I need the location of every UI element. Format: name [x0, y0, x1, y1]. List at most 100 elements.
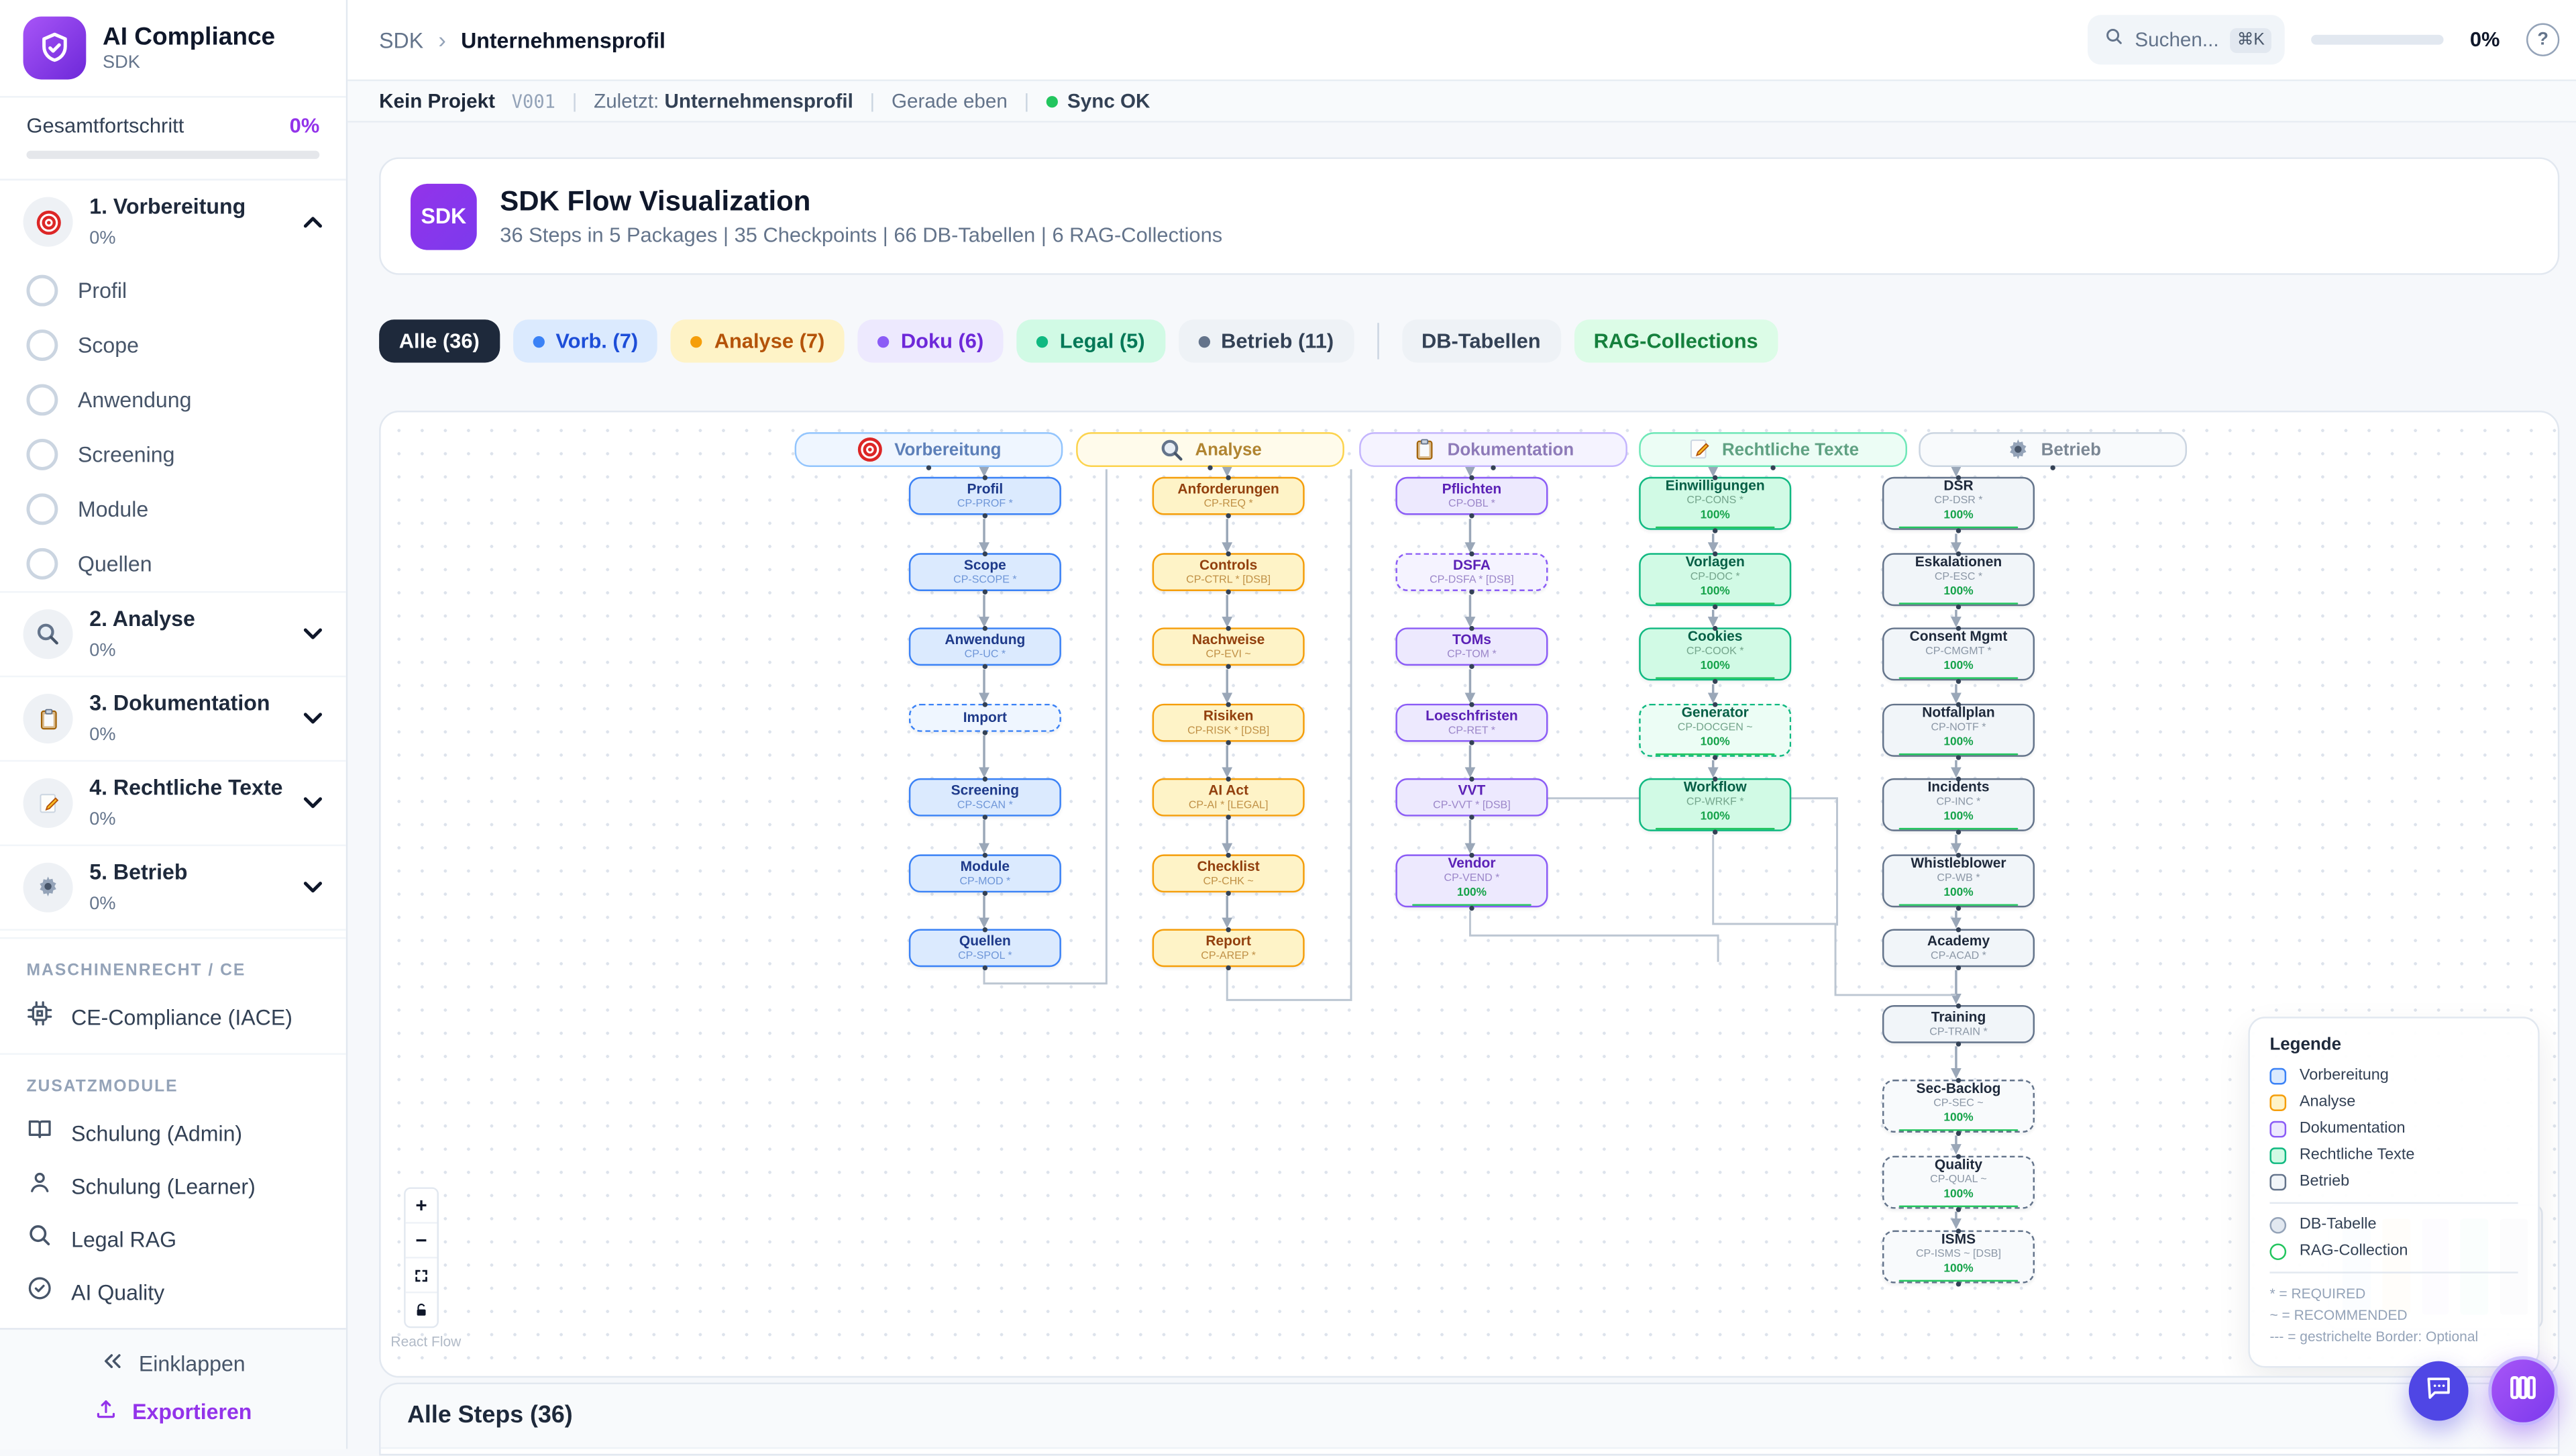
filter-pill-rag-collections[interactable]: RAG-Collections	[1574, 319, 1778, 362]
lock-button[interactable]	[406, 1293, 437, 1326]
flow-node-dsr[interactable]: DSRCP-DSR *100%	[1882, 477, 2035, 530]
flow-node-isms[interactable]: ISMSCP-ISMS ~ [DSB]100%	[1882, 1231, 2035, 1284]
shield-check-icon	[23, 17, 87, 80]
content: SDK SDK Flow Visualization 36 Steps in 5…	[347, 123, 2576, 1450]
sidebar-section-header[interactable]: 2. Analyse0%	[0, 592, 346, 675]
flow-node-whistleblower[interactable]: WhistleblowerCP-WB *100%	[1882, 854, 2035, 907]
filter-pill-doku-6-[interactable]: Doku (6)	[858, 319, 1004, 362]
package-header-rechtliche-texte[interactable]: Rechtliche Texte	[1639, 432, 1907, 467]
flow-node-notfallplan[interactable]: NotfallplanCP-NOTF *100%	[1882, 704, 2035, 757]
flow-node-eskalationen[interactable]: EskalationenCP-ESC *100%	[1882, 553, 2035, 606]
overall-progress-label: Gesamtfortschritt	[26, 114, 184, 138]
flow-node-screening[interactable]: ScreeningCP-SCAN *	[909, 778, 1061, 817]
flow-node-ai-act[interactable]: AI ActCP-AI * [LEGAL]	[1152, 778, 1305, 817]
sidebar-section-header[interactable]: 4. Rechtliche Texte0%	[0, 762, 346, 844]
package-title: Dokumentation	[1448, 439, 1574, 460]
topbar: SDK › Unternehmensprofil Suchen... ⌘K 0%…	[347, 0, 2576, 79]
flow-node-vendor[interactable]: VendorCP-VEND *100%	[1395, 854, 1548, 907]
package-header-analyse[interactable]: Analyse	[1076, 432, 1344, 467]
sidebar-item-profil[interactable]: Profil	[0, 263, 346, 317]
package-header-betrieb[interactable]: Betrieb	[1919, 432, 2187, 467]
filter-pill-db-tabellen[interactable]: DB-Tabellen	[1401, 319, 1560, 362]
sidebar-item-ai-quality[interactable]: AI Quality	[0, 1265, 346, 1318]
package-header-vorbereitung[interactable]: Vorbereitung	[795, 432, 1063, 467]
sidebar-item-scope[interactable]: Scope	[0, 318, 346, 372]
section-title: 5. Betrieb	[89, 860, 187, 884]
flow-node-profil[interactable]: ProfilCP-PROF *	[909, 477, 1061, 515]
filter-pill-analyse-7-[interactable]: Analyse (7)	[672, 319, 845, 362]
collapse-sidebar-button[interactable]: Einklappen	[101, 1350, 246, 1378]
filter-dot-icon	[691, 335, 702, 347]
page-subtitle: 36 Steps in 5 Packages | 35 Checkpoints …	[500, 224, 1222, 248]
flow-node-report[interactable]: ReportCP-AREP *	[1152, 929, 1305, 967]
flow-node-quellen[interactable]: QuellenCP-SPOL *	[909, 929, 1061, 967]
flow-node-module[interactable]: ModuleCP-MOD *	[909, 854, 1061, 892]
flow-canvas[interactable]: Legende VorbereitungAnalyseDokumentation…	[379, 411, 2559, 1377]
legend-note: ~ = RECOMMENDED	[2269, 1306, 2518, 1323]
chat-button[interactable]	[2409, 1361, 2469, 1421]
legend-swatch-icon	[2269, 1094, 2286, 1110]
zoom-out-button[interactable]: −	[406, 1224, 437, 1259]
flow-node-consent-mgmt[interactable]: Consent MgmtCP-CMGMT *100%	[1882, 627, 2035, 680]
node-progress-value: 100%	[1701, 737, 1730, 749]
flow-node-generator[interactable]: GeneratorCP-DOCGEN ~100%	[1639, 704, 1791, 757]
sidebar-section-header[interactable]: 1. Vorbereitung0%	[0, 180, 346, 263]
zoom-in-button[interactable]: +	[406, 1189, 437, 1224]
sidebar-section-header[interactable]: 5. Betrieb0%	[0, 846, 346, 929]
node-code: CP-VEND *	[1444, 873, 1499, 884]
flow-node-sec-backlog[interactable]: Sec-BacklogCP-SEC ~100%	[1882, 1080, 2035, 1133]
node-title: AI Act	[1208, 783, 1248, 798]
flow-node-vvt[interactable]: VVTCP-VVT * [DSB]	[1395, 778, 1548, 817]
sidebar-item-label: Quellen	[78, 552, 152, 576]
node-progress-value: 100%	[1701, 812, 1730, 823]
flow-node-dsfa[interactable]: DSFACP-DSFA * [DSB]	[1395, 553, 1548, 591]
filter-pill-vorb-7-[interactable]: Vorb. (7)	[513, 319, 658, 362]
flow-node-loeschfristen[interactable]: LoeschfristenCP-RET *	[1395, 704, 1548, 742]
flow-node-risiken[interactable]: RisikenCP-RISK * [DSB]	[1152, 704, 1305, 742]
fit-view-button[interactable]	[406, 1259, 437, 1294]
sidebar-item-anwendung[interactable]: Anwendung	[0, 372, 346, 427]
sidebar-item-legal-rag[interactable]: Legal RAG	[0, 1212, 346, 1265]
board-view-button[interactable]	[2488, 1356, 2558, 1426]
chevron-down-icon	[303, 627, 323, 641]
flow-node-anwendung[interactable]: AnwendungCP-UC *	[909, 627, 1061, 666]
flow-node-checklist[interactable]: ChecklistCP-CHK ~	[1152, 854, 1305, 892]
flow-node-pflichten[interactable]: PflichtenCP-OBL *	[1395, 477, 1548, 515]
flow-node-einwilligungen[interactable]: EinwilligungenCP-CONS *100%	[1639, 477, 1791, 530]
flow-node-vorlagen[interactable]: VorlagenCP-DOC *100%	[1639, 553, 1791, 606]
flow-node-scope[interactable]: ScopeCP-SCOPE *	[909, 553, 1061, 591]
sidebar-item-ce-compliance[interactable]: CE-Compliance (IACE)	[0, 991, 346, 1044]
sidebar-section-header[interactable]: 3. Dokumentation0%	[0, 677, 346, 760]
flow-node-import[interactable]: Import	[909, 704, 1061, 732]
clipboard-icon	[1413, 437, 1438, 462]
flow-node-controls[interactable]: ControlsCP-CTRL * [DSB]	[1152, 553, 1305, 591]
flow-node-academy[interactable]: AcademyCP-ACAD *	[1882, 929, 2035, 967]
breadcrumb-root[interactable]: SDK	[379, 28, 423, 52]
filter-pill-legal-5-[interactable]: Legal (5)	[1017, 319, 1165, 362]
filter-pill-betrieb-11-[interactable]: Betrieb (11)	[1178, 319, 1354, 362]
package-header-dokumentation[interactable]: Dokumentation	[1359, 432, 1627, 467]
sidebar-item-screening[interactable]: Screening	[0, 427, 346, 482]
node-title: Controls	[1199, 558, 1257, 573]
flow-node-workflow[interactable]: WorkflowCP-WRKF *100%	[1639, 778, 1791, 831]
flow-node-incidents[interactable]: IncidentsCP-INC *100%	[1882, 778, 2035, 831]
help-icon[interactable]: ?	[2526, 23, 2559, 56]
flow-node-anforderungen[interactable]: AnforderungenCP-REQ *	[1152, 477, 1305, 515]
flow-node-cookies[interactable]: CookiesCP-COOK *100%	[1639, 627, 1791, 680]
flow-node-nachweise[interactable]: NachweiseCP-EVI ~	[1152, 627, 1305, 666]
sidebar-item-quellen[interactable]: Quellen	[0, 537, 346, 591]
flow-node-toms[interactable]: TOMsCP-TOM *	[1395, 627, 1548, 666]
search-input[interactable]: Suchen... ⌘K	[2087, 15, 2285, 64]
filter-pill-alle-36-[interactable]: Alle (36)	[379, 319, 499, 362]
sidebar-item-schulung-admin-[interactable]: Schulung (Admin)	[0, 1106, 346, 1159]
search-icon	[26, 1222, 52, 1257]
legend-swatch-icon	[2269, 1147, 2286, 1163]
flow-node-quality[interactable]: QualityCP-QUAL ~100%	[1882, 1156, 2035, 1209]
export-button[interactable]: Exportieren	[94, 1398, 252, 1426]
sidebar-item-label: Screening	[78, 442, 174, 467]
node-title: DSFA	[1453, 558, 1491, 573]
sidebar-item-module[interactable]: Module	[0, 482, 346, 536]
sidebar-item-schulung-learner-[interactable]: Schulung (Learner)	[0, 1159, 346, 1212]
last-value: Unternehmensprofil	[665, 89, 853, 113]
flow-node-training[interactable]: TrainingCP-TRAIN *	[1882, 1005, 2035, 1043]
